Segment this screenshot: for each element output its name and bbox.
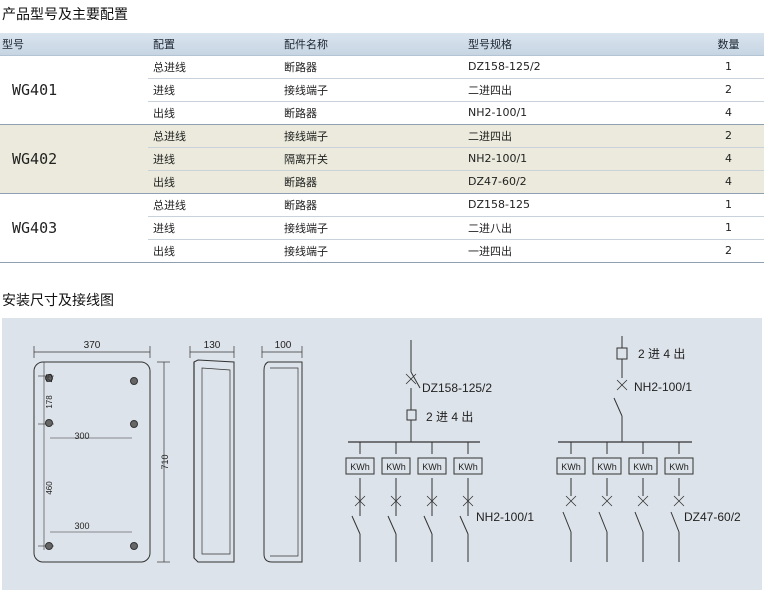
col-config: 配置: [148, 33, 279, 56]
right-main-label: NH2-100/1: [634, 380, 692, 394]
col-model: 型号: [0, 33, 148, 56]
right-wiring-schematic: [556, 336, 694, 562]
part-cell: 断路器: [279, 170, 463, 194]
dim-spacing1-label: 300: [74, 431, 89, 441]
part-cell: 接线端子: [279, 239, 463, 263]
dim-width-label: 370: [84, 340, 101, 351]
spec-cell: DZ47-60/2: [463, 170, 693, 194]
spec-table: 型号 配置 配件名称 型号规格 数量 WG401 总进线 断路器 DZ158-1…: [0, 33, 764, 263]
config-cell: 总进线: [148, 193, 279, 217]
col-part-name: 配件名称: [279, 33, 463, 56]
config-cell: 出线: [148, 101, 279, 125]
table-row: 进线 隔离开关 NH2-100/1 4: [0, 147, 764, 171]
left-main-breaker-label: DZ158-125/2: [422, 381, 492, 395]
kwh-meter-label: KWh: [633, 462, 653, 472]
qty-cell: 4: [693, 170, 764, 194]
spec-cell: DZ158-125: [463, 193, 693, 217]
qty-cell: 2: [693, 239, 764, 263]
front-view-drawing: [33, 346, 170, 563]
qty-cell: 1: [693, 55, 764, 79]
diagram-svg: 370 130 100 300 300 710 25 178 460 DZ158…: [33, 336, 741, 563]
table-header-row: 型号 配置 配件名称 型号规格 数量: [0, 33, 764, 56]
spec-cell: NH2-100/1: [463, 101, 693, 125]
config-cell: 总进线: [148, 124, 279, 148]
right-branch-label: DZ47-60/2: [684, 510, 741, 524]
dim-spacing2-label: 300: [74, 521, 89, 531]
dim-height-label: 710: [160, 454, 170, 469]
table-row: WG403 总进线 断路器 DZ158-125 1: [0, 193, 764, 263]
section-title-config: 产品型号及主要配置: [2, 7, 128, 23]
table-row: WG401 总进线 断路器 DZ158-125/2 1: [0, 55, 764, 125]
left-branch-label: NH2-100/1: [476, 510, 534, 524]
table-row: 进线 接线端子 二进四出 2: [0, 78, 764, 102]
part-cell: 接线端子: [279, 216, 463, 240]
left-terminal-label: 2 进 4 出: [426, 410, 473, 424]
qty-cell: 1: [693, 216, 764, 240]
table-row: WG402 总进线 接线端子 二进四出 2: [0, 124, 764, 194]
dim-depth1-label: 130: [204, 340, 221, 351]
install-wiring-diagram: 370 130 100 300 300 710 25 178 460 DZ158…: [2, 318, 762, 590]
part-cell: 接线端子: [279, 124, 463, 148]
config-cell: 进线: [148, 78, 279, 102]
right-branches: [556, 442, 694, 562]
spec-cell: 一进四出: [463, 239, 693, 263]
col-spec: 型号规格: [463, 33, 693, 56]
dim-460-label: 460: [45, 481, 54, 495]
spec-cell: DZ158-125/2: [463, 55, 693, 79]
part-cell: 断路器: [279, 193, 463, 217]
qty-cell: 2: [693, 78, 764, 102]
dim-178-label: 178: [45, 395, 54, 409]
table-row: 出线 断路器 DZ47-60/2 4: [0, 170, 764, 194]
config-cell: 出线: [148, 170, 279, 194]
model-cell: WG403: [0, 193, 148, 263]
qty-cell: 4: [693, 147, 764, 171]
kwh-meter-label: KWh: [350, 462, 370, 472]
spec-cell: 二进八出: [463, 216, 693, 240]
kwh-meter-label: KWh: [386, 462, 406, 472]
spec-cell: NH2-100/1: [463, 147, 693, 171]
dim-depth2-label: 100: [275, 340, 292, 351]
config-cell: 进线: [148, 216, 279, 240]
part-cell: 接线端子: [279, 78, 463, 102]
config-cell: 总进线: [148, 55, 279, 79]
kwh-meter-label: KWh: [458, 462, 478, 472]
config-cell: 出线: [148, 239, 279, 263]
part-cell: 隔离开关: [279, 147, 463, 171]
section-title-diagram: 安装尺寸及接线图: [2, 293, 114, 309]
kwh-meter-label: KWh: [422, 462, 442, 472]
part-cell: 断路器: [279, 55, 463, 79]
right-terminal-label: 2 进 4 出: [638, 347, 685, 361]
side-view-130-drawing: [189, 346, 235, 563]
qty-cell: 2: [693, 124, 764, 148]
kwh-meter-label: KWh: [669, 462, 689, 472]
model-cell: WG402: [0, 124, 148, 194]
part-cell: 断路器: [279, 101, 463, 125]
kwh-meter-label: KWh: [597, 462, 617, 472]
table-row: 出线 断路器 NH2-100/1 4: [0, 101, 764, 125]
kwh-meter-label: KWh: [561, 462, 581, 472]
spec-cell: 二进四出: [463, 124, 693, 148]
table-row: 出线 接线端子 一进四出 2: [0, 239, 764, 263]
spec-cell: 二进四出: [463, 78, 693, 102]
dim-25-label: 25: [45, 373, 54, 382]
config-cell: 进线: [148, 147, 279, 171]
qty-cell: 1: [693, 193, 764, 217]
qty-cell: 4: [693, 101, 764, 125]
table-row: 进线 接线端子 二进八出 1: [0, 216, 764, 240]
side-view-100-drawing: [261, 346, 303, 563]
left-wiring-schematic: [345, 340, 483, 562]
left-branches: [345, 442, 483, 562]
col-qty: 数量: [693, 33, 764, 56]
model-cell: WG401: [0, 55, 148, 125]
